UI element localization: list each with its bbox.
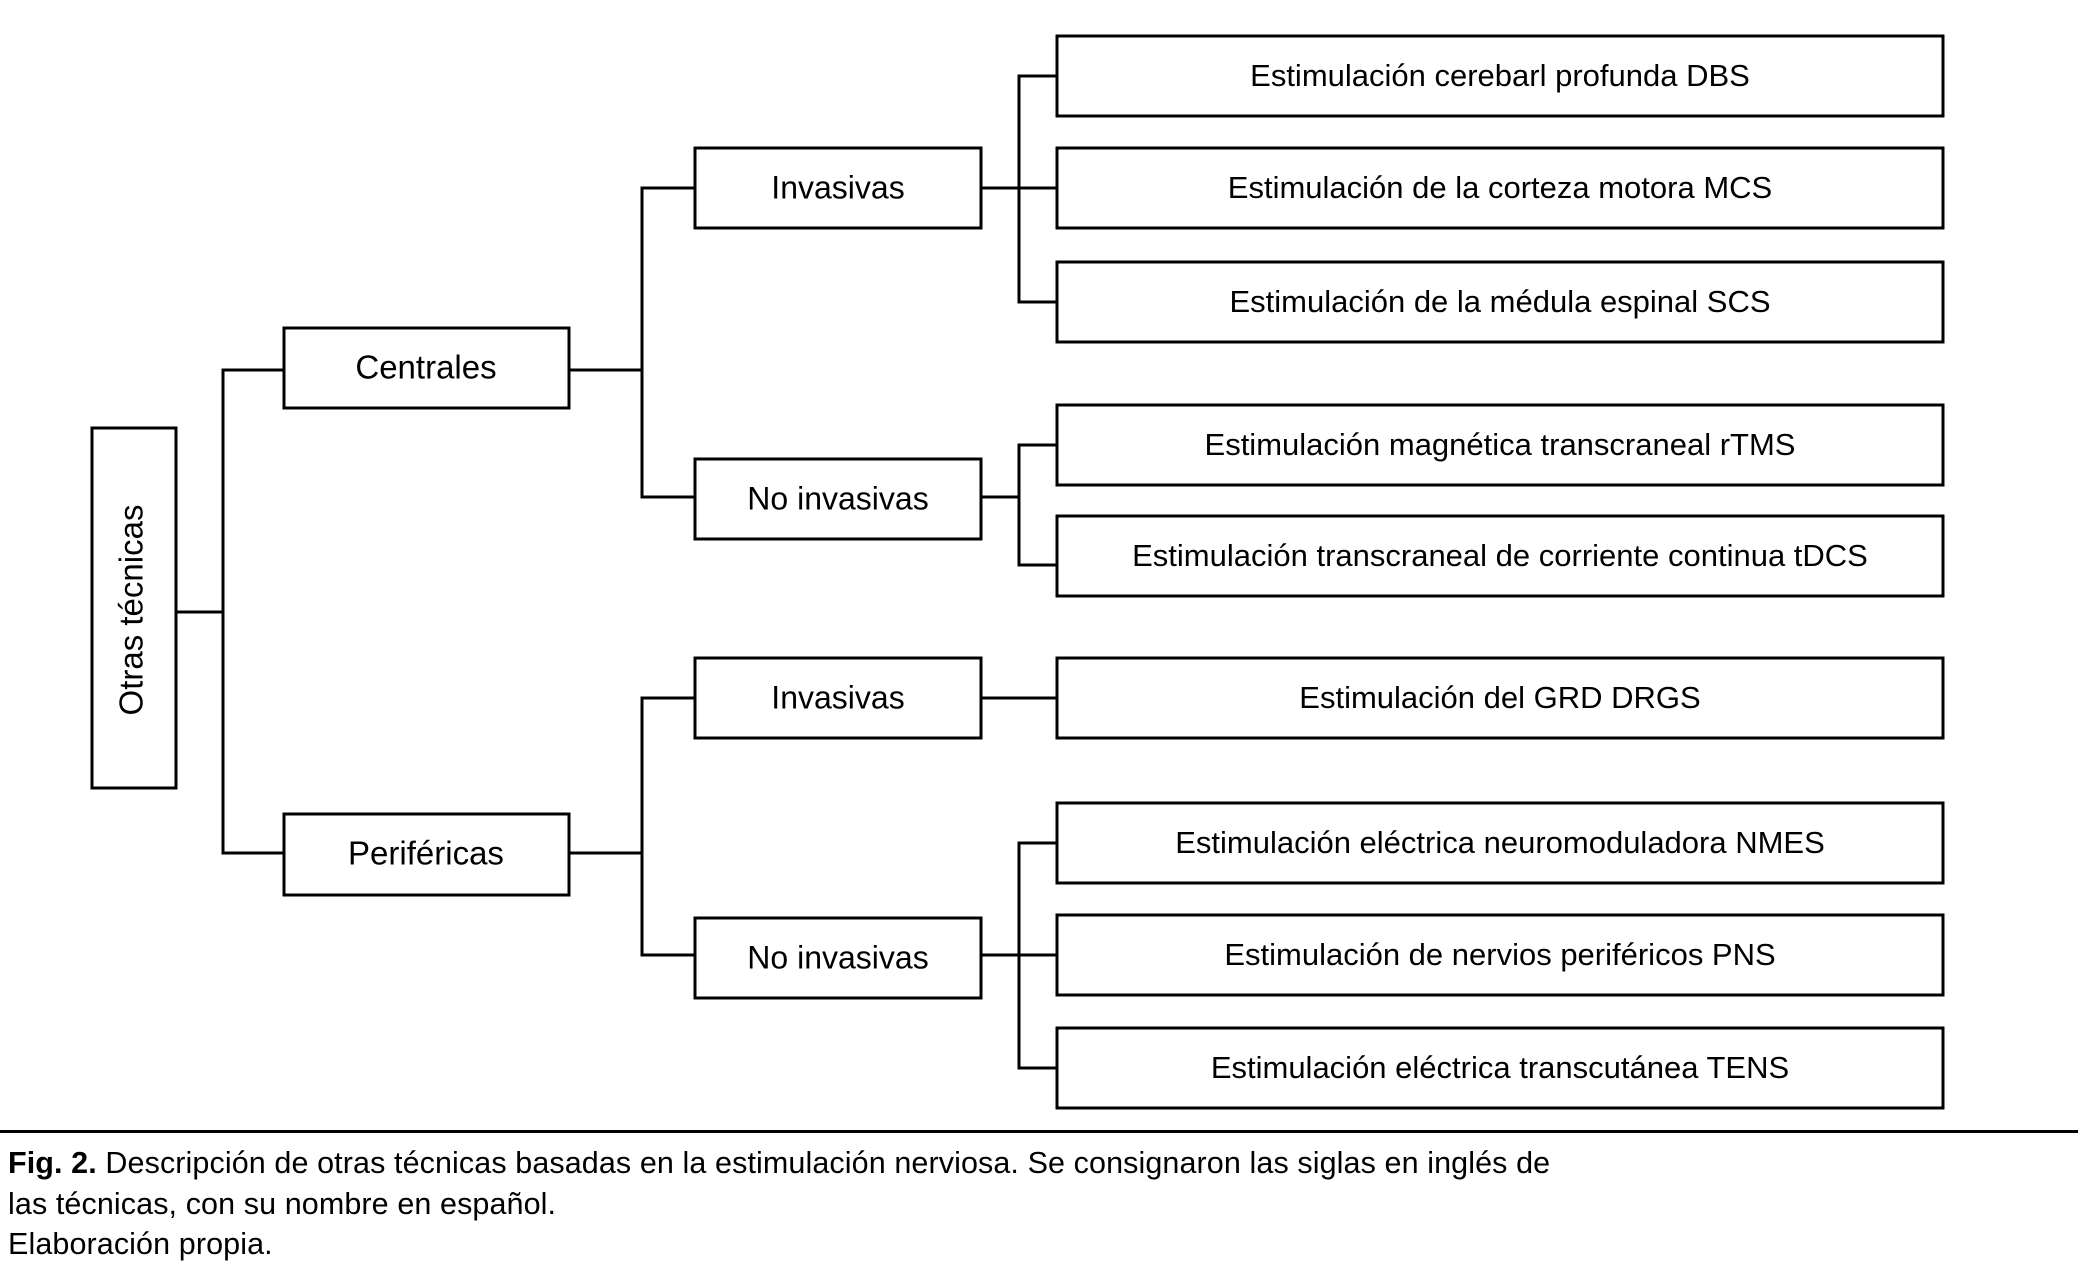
- root-label: Otras técnicas: [113, 505, 150, 716]
- caption-line-1: Fig. 2. Descripción de otras técnicas ba…: [8, 1143, 2070, 1184]
- caption-line-2: las técnicas, con su nombre en español.: [8, 1186, 557, 1221]
- root-box: [90, 426, 178, 790]
- perifericas-invasivas-label: Invasivas: [771, 679, 904, 715]
- caption-text: Fig. 2. Descripción de otras técnicas ba…: [0, 1133, 2078, 1265]
- leaf-drgs-box: [1055, 656, 1945, 740]
- leaf-rtms-box: [1055, 403, 1945, 487]
- caption-line-1-text: Descripción de otras técnicas basadas en…: [96, 1146, 1551, 1180]
- leaf-dbs: Estimulación cerebarl profunda DBS: [1055, 34, 1945, 118]
- figure-caption-area: Fig. 2. Descripción de otras técnicas ba…: [0, 1130, 2078, 1273]
- leaf-nmes: Estimulación eléctrica neuromoduladora N…: [1055, 801, 1945, 885]
- leaf-dbs-label: Estimulación cerebarl profunda DBS: [1250, 58, 1750, 93]
- node-perifericas: Periféricas: [282, 812, 571, 897]
- leaf-nmes-label: Estimulación eléctrica neuromoduladora N…: [1175, 825, 1825, 860]
- leaf-pns-box: [1055, 913, 1945, 997]
- leaf-dbs-box: [1055, 34, 1945, 118]
- leaf-nmes-box: [1055, 801, 1945, 885]
- leaf-scs-label: Estimulación de la médula espinal SCS: [1229, 284, 1770, 319]
- caption-line-3: Elaboración propia.: [8, 1227, 273, 1262]
- tree-diagram: Otras técnicas Centrales Invasivas Estim…: [90, 34, 1945, 1110]
- node-centrales-invasivas: Invasivas: [693, 146, 983, 230]
- leaf-tens-box: [1055, 1026, 1945, 1110]
- leaf-scs-box: [1055, 260, 1945, 344]
- perifericas-invasivas-box: [693, 656, 983, 740]
- leaf-tens: Estimulación eléctrica transcutánea TENS: [1055, 1026, 1945, 1110]
- perifericas-box: [282, 812, 571, 897]
- leaf-pns-label: Estimulación de nervios periféricos PNS: [1224, 937, 1775, 972]
- leaf-drgs-label: Estimulación del GRD DRGS: [1299, 680, 1700, 715]
- leaf-tdcs-label: Estimulación transcraneal de corriente c…: [1132, 538, 1868, 573]
- centrales-label: Centrales: [355, 349, 496, 386]
- leaf-rtms: Estimulación magnética transcraneal rTMS: [1055, 403, 1945, 487]
- leaf-mcs-box: [1055, 146, 1945, 230]
- node-root: Otras técnicas: [90, 426, 178, 790]
- perifericas-label: Periféricas: [348, 835, 504, 872]
- node-centrales: Centrales: [282, 326, 571, 410]
- perifericas-noinvasivas-box: [693, 916, 983, 1000]
- leaf-tens-label: Estimulación eléctrica transcutánea TENS: [1211, 1050, 1789, 1085]
- leaf-rtms-label: Estimulación magnética transcraneal rTMS: [1205, 427, 1796, 462]
- node-perifericas-noinvasivas: No invasivas: [693, 916, 983, 1000]
- centrales-box: [282, 326, 571, 410]
- leaf-tdcs-box: [1055, 514, 1945, 598]
- leaf-mcs-label: Estimulación de la corteza motora MCS: [1228, 170, 1772, 205]
- leaf-drgs: Estimulación del GRD DRGS: [1055, 656, 1945, 740]
- leaf-mcs: Estimulación de la corteza motora MCS: [1055, 146, 1945, 230]
- caption-divider: [0, 1130, 2078, 1133]
- perifericas-noinvasivas-label: No invasivas: [747, 939, 928, 975]
- leaf-tdcs: Estimulación transcraneal de corriente c…: [1055, 514, 1945, 598]
- figure-number-label: Fig. 2.: [8, 1146, 97, 1180]
- leaf-scs: Estimulación de la médula espinal SCS: [1055, 260, 1945, 344]
- leaf-pns: Estimulación de nervios periféricos PNS: [1055, 913, 1945, 997]
- centrales-noinvasivas-box: [693, 457, 983, 541]
- centrales-noinvasivas-label: No invasivas: [747, 480, 928, 516]
- centrales-invasivas-label: Invasivas: [771, 169, 904, 205]
- node-perifericas-invasivas: Invasivas: [693, 656, 983, 740]
- node-centrales-noinvasivas: No invasivas: [693, 457, 983, 541]
